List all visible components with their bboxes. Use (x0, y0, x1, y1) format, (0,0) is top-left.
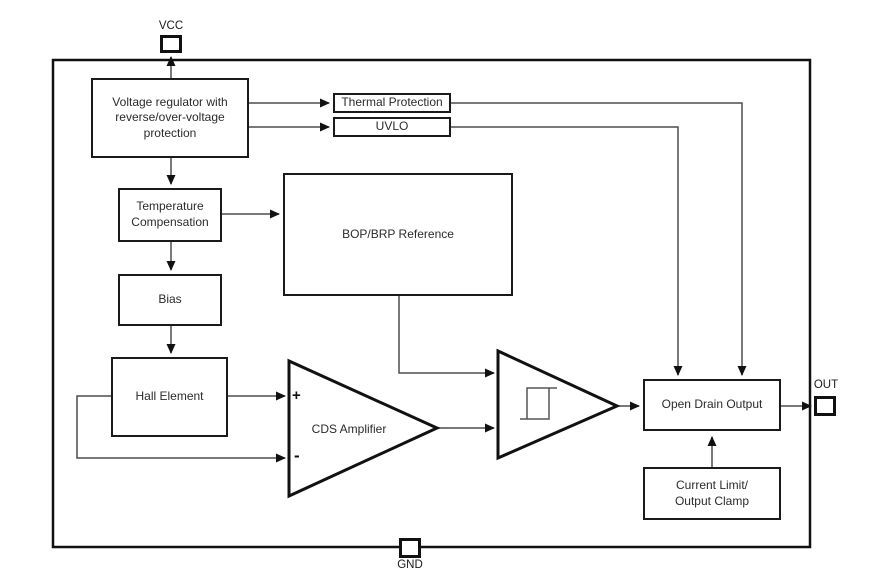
block-uvlo: UVLO (333, 117, 451, 137)
block-label: Bias (158, 292, 182, 307)
block-label: Hall Element (135, 389, 204, 404)
vcc-pin-label: VCC (158, 20, 184, 32)
block-bias: Bias (118, 274, 222, 326)
block-label-line: Voltage regulator with (112, 94, 228, 109)
gnd-pin (399, 538, 421, 558)
wire-bop-to-schmitt (398, 296, 495, 378)
block-label-line: reverse/over-voltage (115, 110, 225, 125)
cds-amplifier-label: CDS Amplifier (311, 422, 387, 436)
block-label-line: Temperature (136, 199, 204, 214)
block-label: Thermal Protection (341, 95, 443, 110)
out-pin (814, 396, 836, 416)
block-voltage-regulator: Voltage regulator with reverse/over-volt… (91, 78, 249, 158)
block-hall-element: Hall Element (111, 357, 228, 437)
block-label: Open Drain Output (661, 397, 763, 412)
block-bop-brp-reference: BOP/BRP Reference (283, 173, 513, 296)
block-label: BOP/BRP Reference (342, 226, 454, 241)
schmitt-trigger-triangle (496, 348, 621, 461)
gnd-pin-label: GND (397, 559, 423, 571)
hysteresis-icon (520, 387, 557, 420)
cds-minus-input-label: - (294, 446, 300, 465)
wire-uvlo-to-open-drain (451, 126, 683, 376)
wire-hall-to-cds-minus (76, 395, 286, 463)
block-temperature-compensation: Temperature Compensation (118, 188, 222, 242)
block-label-line: Current Limit/ (675, 477, 749, 492)
block-label-line: Compensation (131, 215, 209, 229)
block-label-line: Output Clamp (674, 493, 750, 508)
cds-amplifier-triangle (287, 358, 441, 499)
block-label: UVLO (375, 119, 409, 134)
wire-thermal-to-open-drain (451, 102, 747, 376)
out-pin-label: OUT (813, 379, 839, 391)
chip-boundary (51, 58, 812, 549)
vcc-pin (160, 35, 182, 53)
block-current-limit-output-clamp: Current Limit/ Output Clamp (643, 467, 781, 520)
block-thermal-protection: Thermal Protection (333, 93, 451, 113)
block-label-line: protection (143, 125, 197, 140)
cds-plus-input-label: + (292, 387, 301, 404)
block-open-drain-output: Open Drain Output (643, 379, 781, 431)
